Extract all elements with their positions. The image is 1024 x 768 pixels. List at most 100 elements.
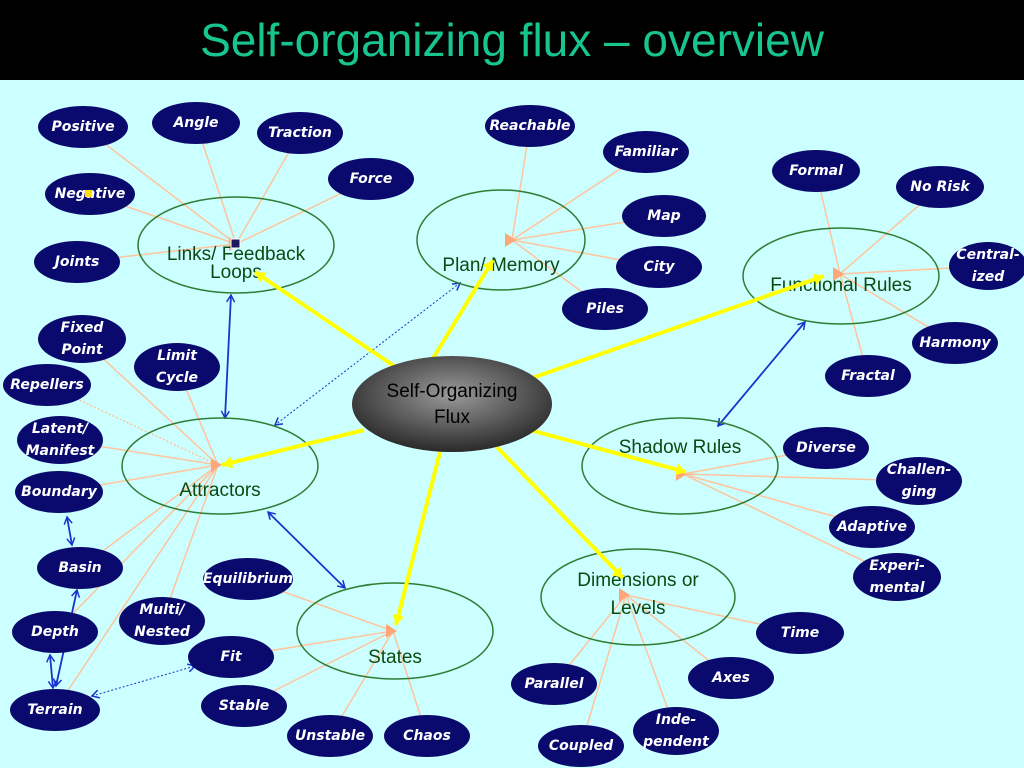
page-title: Self-organizing flux – overview (200, 14, 824, 66)
hub-ellipse (742, 227, 940, 325)
hub-states: States (296, 582, 494, 680)
blue-arrowhead (90, 689, 101, 699)
hub-shadow: Shadow Rules (581, 417, 779, 515)
hub-label-attractors: Attractors (179, 480, 260, 501)
connector-depth (54, 464, 219, 633)
leaf-label-experimental: mental (870, 580, 925, 596)
leaf-label-fixed-point: Fixed (61, 320, 105, 336)
leaf-label-angle: Angle (172, 115, 218, 131)
center-label: Flux (434, 407, 470, 428)
leaf-label-multi: Multi/ (139, 602, 186, 618)
arrowhead-states (386, 624, 397, 638)
center-to-functional (531, 274, 825, 380)
connector-coupled (580, 594, 627, 747)
arrowhead-dimensions (619, 588, 630, 602)
blue-connector-boundary-basin (66, 516, 73, 546)
leaf-label-centralized: Central- (956, 247, 1020, 263)
leaf-basin: Basin (37, 547, 123, 589)
center-connectors (221, 238, 825, 626)
center-to-links (253, 270, 399, 370)
cross-connectors (45, 282, 806, 699)
leaf-ellipse (783, 427, 869, 469)
leaf-depth: Depth (12, 611, 98, 653)
title-bar: Self-organizing flux – overview (0, 0, 1024, 80)
leaf-independent: Inde-pendent (633, 707, 719, 755)
blue-arrowhead (337, 580, 347, 590)
blue-connector-depth-terrain (49, 654, 54, 689)
leaf-ellipse (328, 158, 414, 200)
leaf-boundary: Boundary (15, 471, 103, 513)
leaf-ellipse (287, 715, 373, 757)
hub-plan: Plan/ Memory (416, 189, 586, 291)
leaf-ellipse (896, 166, 984, 208)
leaf-label-traction: Traction (268, 125, 332, 141)
leaf-force: Force (328, 158, 414, 200)
leaf-label-experimental: Experi- (869, 558, 925, 574)
leaf-label-adaptive: Adaptive (836, 519, 907, 535)
leaf-label-map: Map (647, 208, 680, 224)
center-arrowhead (222, 456, 234, 469)
blue-connector-attractors-states (267, 511, 346, 589)
leaf-stable: Stable (201, 685, 287, 727)
leaf-label-time: Time (781, 625, 819, 641)
blue-connector-links-attractors (224, 294, 232, 419)
leaf-ellipse (34, 241, 120, 283)
leaf-label-stable: Stable (219, 698, 270, 714)
leaf-ellipse (201, 685, 287, 727)
leaf-ellipse (38, 315, 126, 363)
leaf-fractal: Fractal (825, 355, 911, 397)
focus-marker (230, 238, 241, 249)
leaf-centralized: Central-ized (949, 242, 1024, 290)
leaf-unstable: Unstable (287, 715, 373, 757)
leaf-label-multi: Nested (134, 624, 191, 640)
leaf-ellipse (384, 715, 470, 757)
center-to-shadow (529, 428, 687, 474)
leaf-label-familiar: Familiar (615, 144, 679, 160)
hub-ellipse (540, 548, 736, 646)
leaf-label-latent: Manifest (26, 443, 96, 459)
leaf-experimental: Experi-mental (853, 553, 941, 601)
hub-label-links: Links/ Feedback (167, 244, 306, 265)
leaf-angle: Angle (152, 102, 240, 144)
leaf-label-joints: Joints (52, 254, 100, 270)
leaf-reachable: Reachable (485, 105, 575, 147)
leaf-adaptive: Adaptive (829, 506, 915, 548)
leaf-label-boundary: Boundary (21, 484, 98, 500)
leaf-ellipse (485, 105, 575, 147)
leaf-ellipse (119, 597, 205, 645)
hub-ellipse (137, 196, 335, 294)
leaf-ellipse (257, 112, 343, 154)
leaf-ellipse (912, 322, 998, 364)
center-label: Self-Organizing (387, 381, 518, 402)
leaf-ellipse (15, 471, 103, 513)
blue-connector-plan-attractors (274, 282, 461, 426)
blue-connector-terrain-fit (91, 665, 196, 697)
leaf-harmony: Harmony (912, 322, 998, 364)
center-to-attractors (221, 428, 365, 467)
leaf-label-chaos: Chaos (403, 728, 451, 744)
leaf-label-axes: Axes (711, 670, 750, 686)
leaf-label-challenging: ging (902, 484, 937, 500)
arrowhead-plan (505, 233, 516, 247)
leaf-terrain: Terrain (10, 689, 100, 731)
leaf-ellipse (134, 343, 220, 391)
leaf-label-parallel: Parallel (524, 676, 583, 692)
center-to-dimensions (495, 445, 625, 580)
hub-label-shadow: Shadow Rules (619, 437, 742, 458)
leaf-time: Time (756, 612, 844, 654)
hub-label-functional: Functional Rules (770, 275, 912, 296)
leaf-equilibrium: Equilibrium (203, 558, 293, 600)
hub-functional: Functional Rules (742, 227, 940, 325)
connector-repellers (46, 384, 219, 466)
blue-arrowhead (52, 678, 62, 688)
leaf-label-positive: Positive (51, 119, 114, 135)
leaf-label-limit-cycle: Cycle (156, 370, 198, 386)
leaf-label-fractal: Fractal (841, 368, 895, 384)
blue-arrowhead (63, 515, 73, 525)
leaf-ellipse (511, 663, 597, 705)
leaf-ellipse (203, 558, 293, 600)
leaf-nodes: PositiveAngleTractionForceNegativeJoints… (3, 102, 1024, 767)
blue-arrowhead (45, 653, 56, 663)
